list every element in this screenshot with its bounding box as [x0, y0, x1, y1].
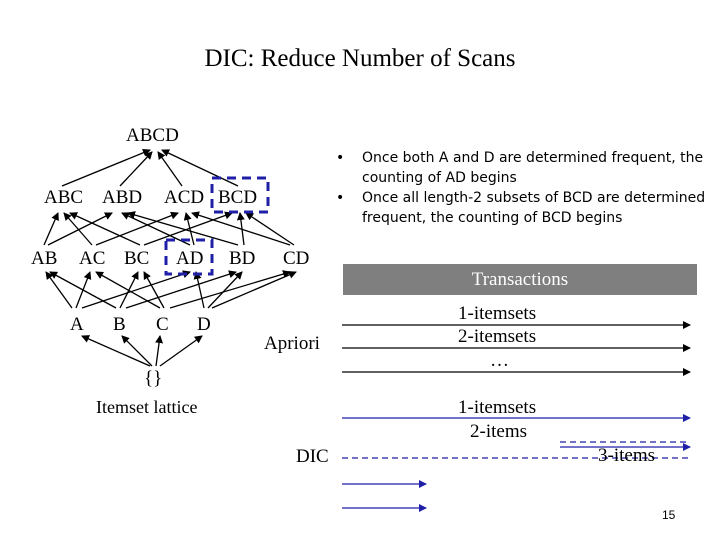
apriori-scan-2: 2-itemsets: [458, 326, 537, 347]
bullet-text: Once both A and D are determined frequen…: [362, 150, 704, 186]
node-b: B: [113, 314, 126, 335]
lattice-caption: Itemset lattice: [96, 397, 198, 417]
bullet-dot: •: [336, 190, 345, 206]
slide-title: DIC: Reduce Number of Scans: [204, 45, 516, 72]
node-ac: AC: [79, 248, 106, 269]
node-empty-set: {}: [144, 368, 163, 389]
bullet-dot: •: [336, 150, 345, 166]
node-abc: ABC: [44, 187, 84, 208]
dic-scan-2: 2-items: [470, 421, 527, 442]
node-bc: BC: [124, 248, 150, 269]
dic-scan-arrows: [342, 414, 691, 512]
transactions-bar: Transactions: [343, 264, 697, 295]
edges-to-level3: [43, 211, 295, 246]
node-cd: CD: [283, 248, 310, 269]
bullet-item: • Once both A and D are determined frequ…: [336, 148, 706, 188]
ad-highlight-box: [164, 238, 214, 276]
bullet-item: • Once all length-2 subsets of BCD are d…: [336, 188, 706, 228]
bullet-list: • Once both A and D are determined frequ…: [336, 148, 706, 228]
node-c: C: [156, 314, 169, 335]
apriori-scan-arrows: [342, 321, 691, 376]
node-acd: ACD: [164, 187, 205, 208]
node-abd: ABD: [102, 187, 143, 208]
dic-label: DIC: [296, 446, 329, 467]
dic-scan-1: 1-itemsets: [458, 397, 537, 418]
edges-to-abcd: [61, 148, 239, 187]
dic-scan-3: 3-items: [598, 445, 655, 466]
bullet-text: Once all length-2 subsets of BCD are det…: [362, 190, 706, 226]
node-bcd: BCD: [218, 187, 258, 208]
node-abcd: ABCD: [126, 125, 179, 146]
edges-to-level2: [45, 270, 297, 309]
apriori-scan-1: 1-itemsets: [458, 303, 537, 324]
node-ab: AB: [31, 248, 58, 269]
edges-to-level1: [81, 335, 203, 367]
node-d: D: [197, 314, 211, 335]
apriori-scan-ellipsis: …: [490, 350, 509, 371]
page-number: 15: [662, 508, 676, 522]
apriori-label: Apriori: [264, 333, 320, 354]
node-a: A: [70, 314, 84, 335]
node-bd: BD: [229, 248, 256, 269]
node-ad: AD: [176, 248, 204, 269]
